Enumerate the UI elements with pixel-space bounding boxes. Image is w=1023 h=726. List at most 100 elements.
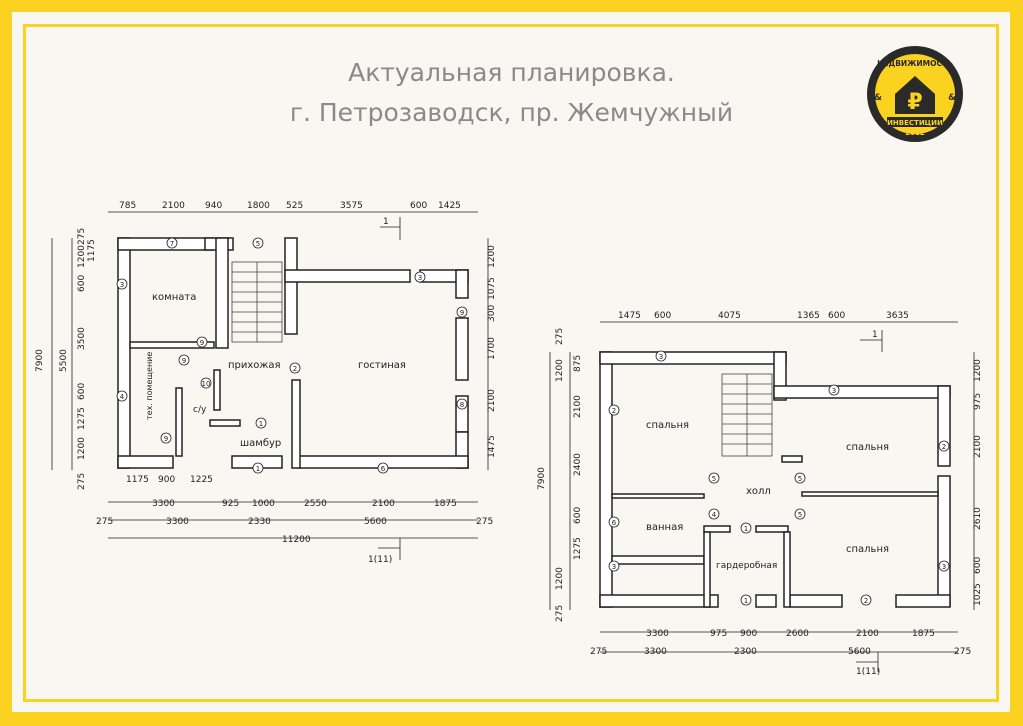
p2-right-dim: 1025 [973, 583, 983, 606]
p2-marker: 3 [942, 563, 946, 571]
p2-bottom-dim: 275 [954, 647, 971, 657]
p2-marker: 3 [832, 387, 836, 395]
p1-top-dim: 1425 [438, 201, 461, 211]
ruble-icon: ₽ [907, 90, 922, 115]
p1-right-dim: 1475 [487, 435, 497, 458]
p2-left-total: 7900 [537, 467, 547, 490]
p2-left-dim: 875 [573, 355, 583, 372]
p2-left-dim: 1200 [555, 567, 565, 590]
p1-room: комната [152, 292, 196, 303]
p1-bottom-dim: 2330 [248, 517, 271, 527]
plan2-walls [599, 351, 951, 608]
p2-left-dim: 275 [555, 328, 565, 345]
p2-room: спальня [846, 544, 889, 555]
p1-marker: 10 [202, 380, 211, 388]
p2-top-dim: 3635 [886, 311, 909, 321]
p2-left-dim: 2400 [573, 453, 583, 476]
p2-room: гардеробная [716, 561, 777, 571]
logo-top-text: НЕДВИЖИМОСТЬ [877, 59, 953, 68]
p1-marker: 6 [381, 465, 386, 473]
p2-right-dim: 1200 [973, 359, 983, 382]
p2-left-dim: 1200 [555, 359, 565, 382]
plan2-stairs [721, 373, 773, 457]
plan1-markers [116, 237, 468, 474]
p2-marker: 2 [942, 443, 946, 451]
p2-marker: 2 [612, 407, 616, 415]
p1-marker: 5 [256, 240, 260, 248]
p2-bottom-dim: 2300 [734, 647, 757, 657]
p2-marker: 2 [864, 597, 868, 605]
plan1-stairs [231, 261, 283, 343]
p1-right-dim: 300 [487, 305, 497, 322]
logo-year: 2012 [905, 129, 925, 137]
logo-band [887, 117, 943, 127]
plan1-marker-labels: 7 5 3 9 9 2 10 1 1 6 3 9 8 4 9 [120, 240, 464, 473]
p2-right-dim: 2100 [973, 435, 983, 458]
page-frame [12, 12, 1010, 712]
plan1-walls [117, 237, 469, 469]
p2-right-dim: 600 [973, 557, 983, 574]
p2-bottom-dim: 900 [740, 629, 757, 639]
p2-marker: 5 [798, 511, 802, 519]
house-icon [895, 76, 935, 114]
plan2-labels: 1475 600 4075 1365 600 3635 1 1(11) 7900… [537, 311, 983, 677]
p2-marker: 5 [712, 475, 716, 483]
page-title: Актуальная планировка. [348, 58, 675, 87]
p1-top-dim: 785 [119, 201, 136, 211]
p1-left-total: 7900 [35, 349, 45, 372]
p1-section-label: 1(11) [368, 555, 392, 565]
p1-left-total: 5500 [59, 349, 69, 372]
p2-top-dim: 4075 [718, 311, 741, 321]
page-subtitle: г. Петрозаводск, пр. Жемчужный [289, 98, 734, 127]
p1-marker: 1 [259, 420, 263, 428]
p1-top-dim: 2100 [162, 201, 185, 211]
p2-marker: 4 [712, 511, 717, 519]
p1-section-mark: 1 [383, 217, 389, 227]
p1-marker: 1 [256, 465, 260, 473]
p2-bottom-dim: 3300 [646, 629, 669, 639]
p2-marker: 1 [744, 597, 748, 605]
p1-left-dim: 275 [77, 228, 87, 245]
p2-top-dim: 1365 [797, 311, 820, 321]
p2-bottom-dim: 5600 [848, 647, 871, 657]
p2-section-label: 1(11) [856, 667, 880, 677]
p1-top-dim: 940 [205, 201, 222, 211]
p1-marker: 2 [293, 365, 297, 373]
p1-bottom-dim: 1875 [434, 499, 457, 509]
p1-bottom-dim: 2100 [372, 499, 395, 509]
p1-marker: 9 [164, 435, 168, 443]
logo-amp-right: & [948, 93, 956, 103]
p2-left-dim: 275 [555, 605, 565, 622]
p1-right-dim: 1700 [487, 337, 497, 360]
p1-marker: 3 [120, 281, 124, 289]
p2-bottom-dim: 1875 [912, 629, 935, 639]
p1-bottom-dim: 2550 [304, 499, 327, 509]
logo-bottom-text: ИНВЕСТИЦИИ [887, 119, 943, 127]
p2-marker: 3 [659, 353, 663, 361]
p2-top-dim: 600 [654, 311, 671, 321]
p1-left-dim: 1275 [77, 407, 87, 430]
p1-bottom-dim: 275 [476, 517, 493, 527]
p2-left-dim: 2100 [573, 395, 583, 418]
p1-marker: 7 [170, 240, 174, 248]
plan1-dim-lines [51, 211, 489, 560]
p1-top-dim: 525 [286, 201, 303, 211]
p2-left-dim: 1275 [573, 537, 583, 560]
p1-room: прихожая [228, 360, 281, 371]
p2-top-dim: 1475 [618, 311, 641, 321]
p1-left-dim: 600 [77, 275, 87, 292]
p1-left-dim: 600 [77, 383, 87, 400]
plan2-marker-labels: 3 3 3 2 2 5 5 4 5 6 1 1 2 3 [612, 353, 946, 605]
p2-section-mark: 1 [872, 330, 878, 340]
p1-marker: 4 [120, 393, 125, 401]
p2-bottom-dim: 3300 [644, 647, 667, 657]
p1-left-dim: 3500 [77, 327, 87, 350]
p1-bottom-dim: 925 [222, 499, 239, 509]
p1-top-dim: 1800 [247, 201, 270, 211]
p2-room: ванная [646, 522, 683, 533]
p1-right-dim: 2100 [487, 389, 497, 412]
p1-right-dim: 1200 [487, 245, 497, 268]
p1-bottom-dim: 5600 [364, 517, 387, 527]
p1-bottom-dim: 1225 [190, 475, 213, 485]
p1-marker: 9 [182, 357, 186, 365]
